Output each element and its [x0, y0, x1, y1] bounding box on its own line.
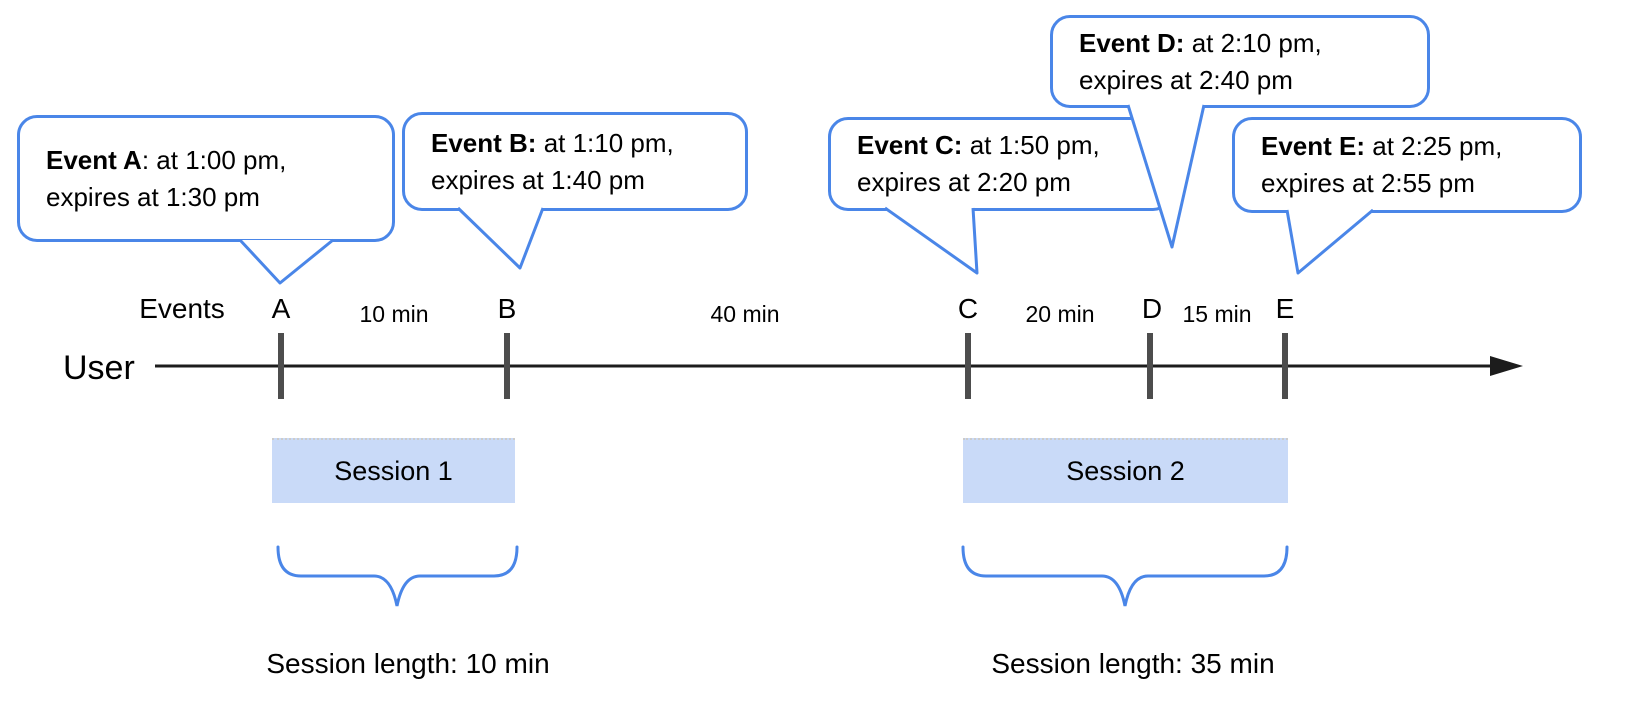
event-d-line1: Event D: at 2:10 pm,	[1079, 25, 1401, 62]
event-mark-label-c: C	[957, 293, 979, 324]
event-b-time: at 1:10 pm,	[536, 127, 674, 158]
event-a-line2: expires at 1:30 pm	[46, 181, 260, 212]
event-d-callout: Event D: at 2:10 pm, expires at 2:40 pm	[1050, 15, 1430, 108]
event-e-tail	[1285, 208, 1374, 275]
session-1-length-label: Session length: 10 min	[266, 648, 550, 679]
event-a-title: Event A	[46, 144, 142, 175]
gap-label-a-b: 10 min	[359, 301, 429, 327]
event-a-callout: Event A: at 1:00 pm, expires at 1:30 pm	[17, 115, 395, 242]
event-d-time: at 2:10 pm,	[1184, 27, 1322, 58]
event-c-tail	[884, 206, 979, 275]
event-e-line2: expires at 2:55 pm	[1261, 168, 1475, 198]
event-c-time: at 1:50 pm,	[962, 130, 1100, 160]
timeline-arrowhead-icon	[1490, 356, 1523, 376]
events-row-label: Events	[139, 293, 225, 324]
event-e-time: at 2:25 pm,	[1365, 131, 1503, 161]
event-e-line1: Event E: at 2:25 pm,	[1261, 128, 1553, 165]
event-mark-label-b: B	[497, 293, 517, 324]
gap-label-d-e: 15 min	[1182, 301, 1252, 327]
event-d-line2: expires at 2:40 pm	[1079, 64, 1293, 95]
event-d-title: Event D:	[1079, 27, 1185, 58]
event-b-tail	[456, 206, 545, 270]
event-e-title: Event E:	[1261, 131, 1366, 161]
session-2-box: Session 2	[963, 438, 1288, 503]
event-mark-label-e: E	[1275, 293, 1295, 324]
event-c-title: Event C:	[857, 130, 963, 160]
event-b-title: Event B:	[431, 127, 537, 158]
session-2-label: Session 2	[1066, 456, 1185, 486]
user-lane-label: User	[63, 349, 135, 387]
event-b-line1: Event B: at 1:10 pm,	[431, 125, 719, 162]
event-a-line1: Event A: at 1:00 pm,	[46, 142, 366, 179]
session-1-box: Session 1	[272, 438, 515, 503]
session-2-brace	[961, 545, 1289, 607]
event-a-time: : at 1:00 pm,	[141, 144, 287, 175]
event-mark-label-a: A	[271, 293, 291, 324]
event-c-callout: Event C: at 1:50 pm, expires at 2:20 pm	[828, 117, 1173, 211]
session-2-length-label: Session length: 35 min	[991, 648, 1275, 679]
event-e-callout: Event E: at 2:25 pm, expires at 2:55 pm	[1232, 117, 1582, 213]
session-1-label: Session 1	[334, 456, 453, 486]
gap-label-b-c: 40 min	[710, 301, 780, 327]
session-1-brace	[276, 545, 519, 607]
event-c-line2: expires at 2:20 pm	[857, 167, 1071, 197]
event-mark-label-d: D	[1141, 293, 1163, 324]
event-a-tail	[238, 238, 334, 285]
gap-label-c-d: 20 min	[1025, 301, 1095, 327]
event-b-callout: Event B: at 1:10 pm, expires at 1:40 pm	[402, 112, 748, 211]
event-b-line2: expires at 1:40 pm	[431, 164, 645, 195]
event-c-line1: Event C: at 1:50 pm,	[857, 127, 1144, 164]
